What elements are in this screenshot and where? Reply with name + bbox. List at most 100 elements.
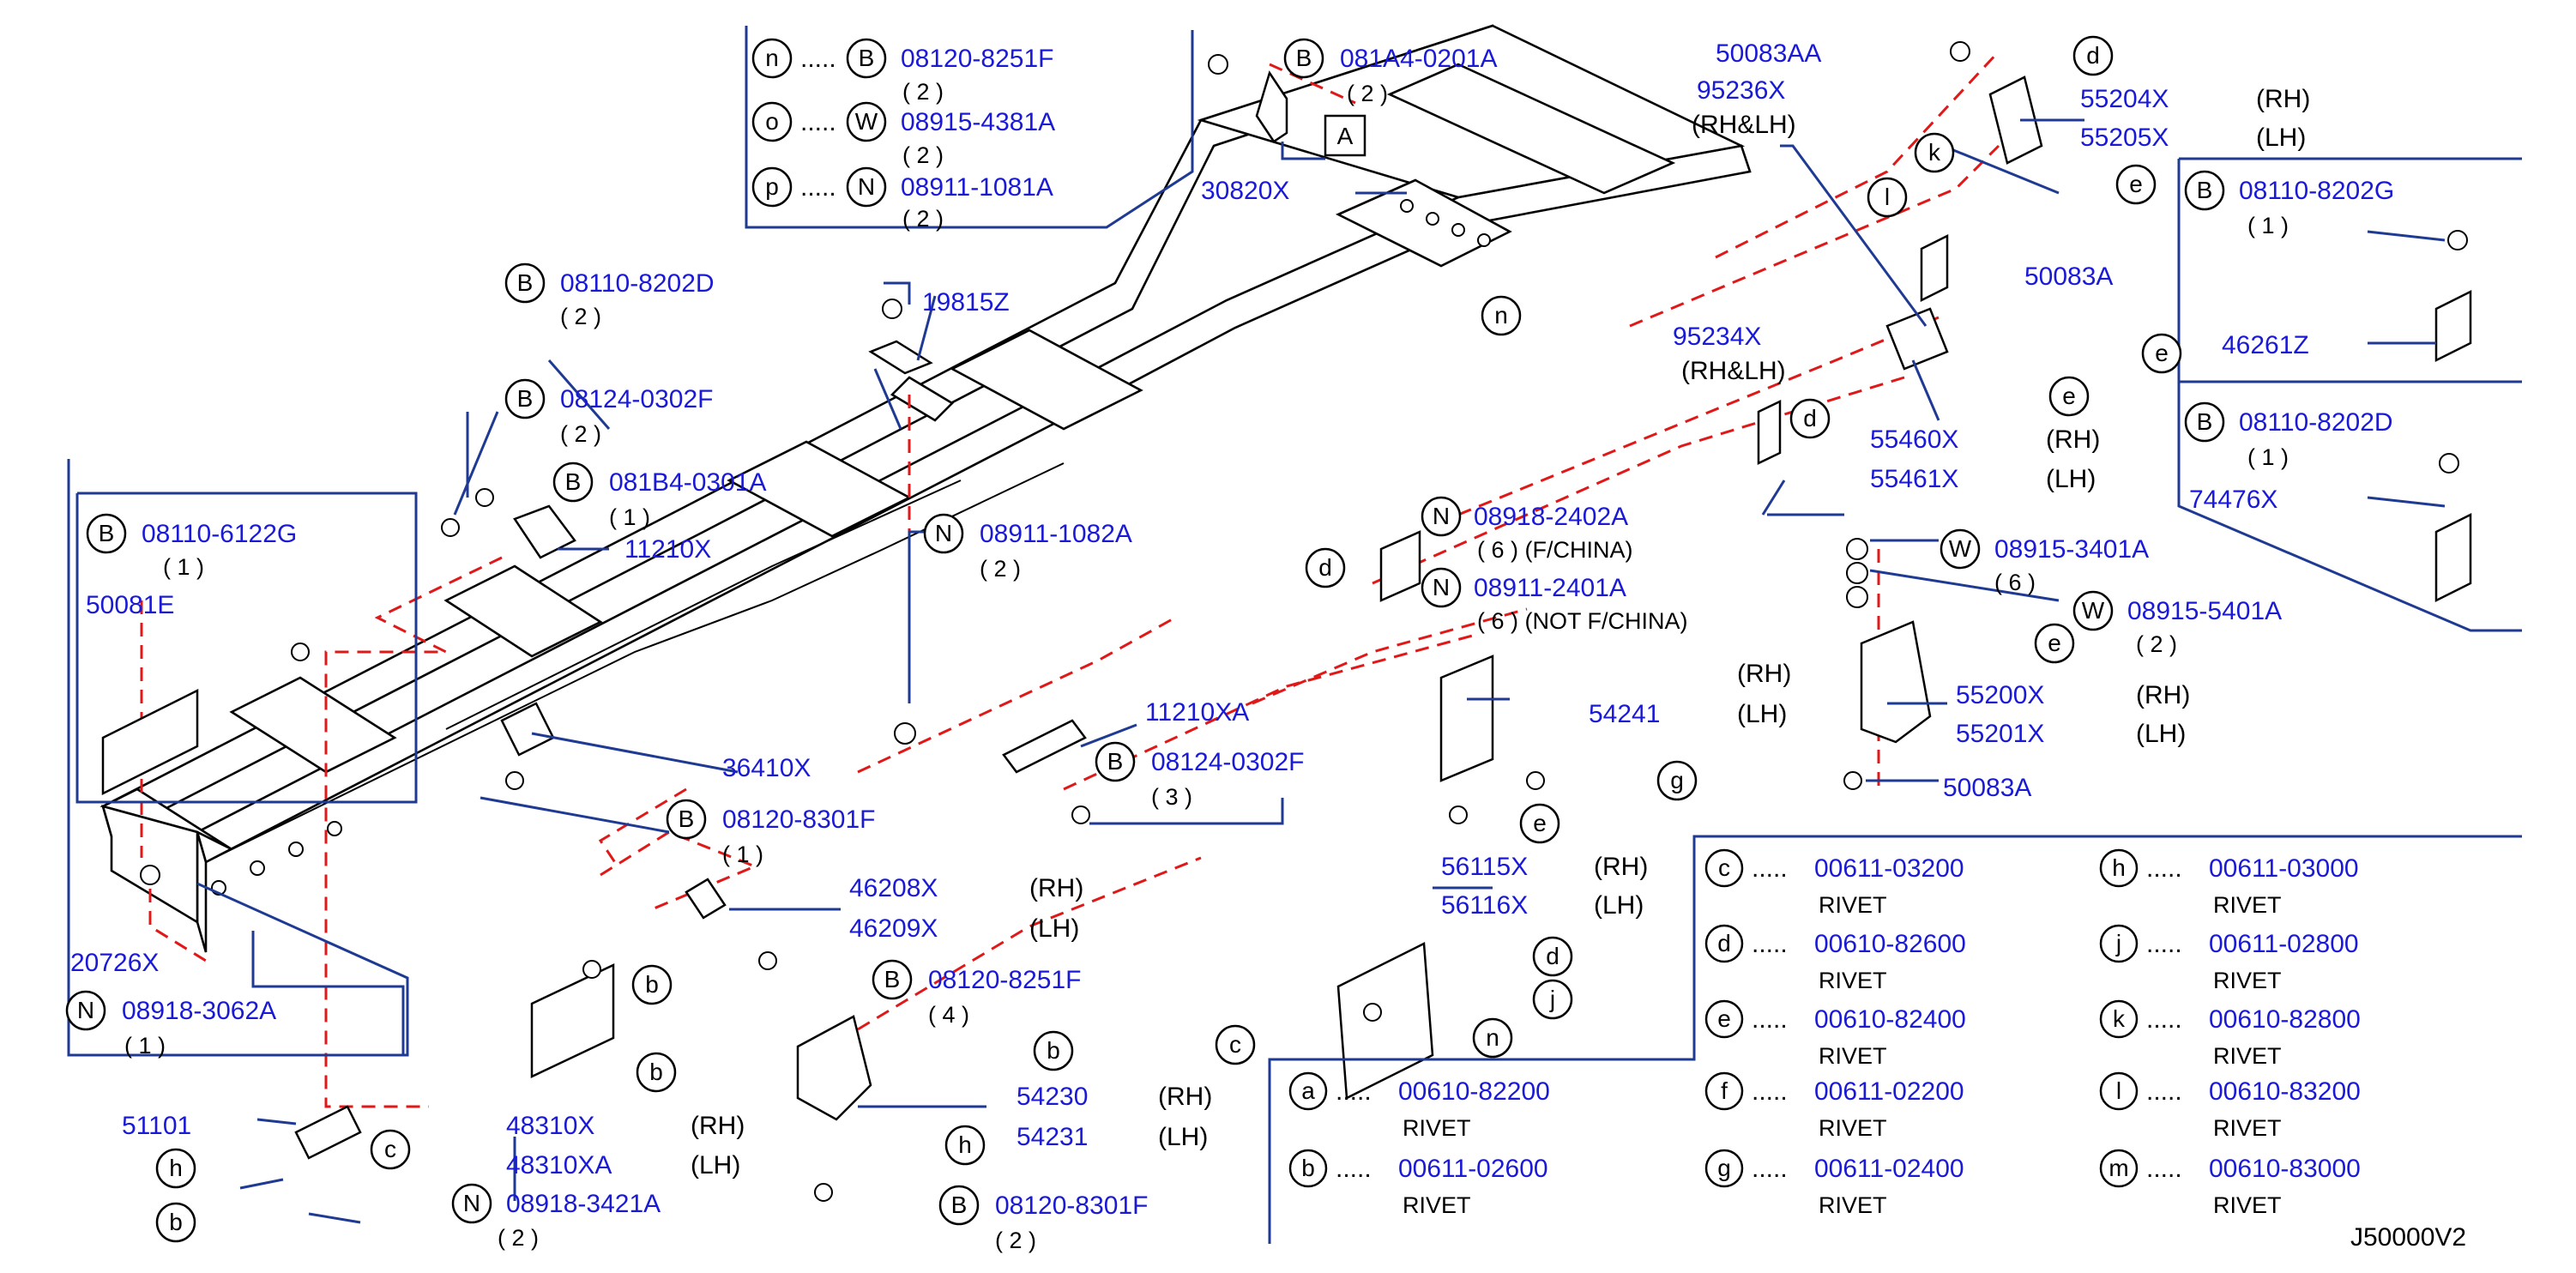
letter-callout-label: g bbox=[1670, 767, 1684, 793]
rivet-letter: e bbox=[1717, 1005, 1731, 1032]
part-number: 08915-5401A bbox=[2127, 597, 2282, 625]
letter-callout-circle bbox=[636, 1052, 677, 1093]
rivet-dots: ..... bbox=[1752, 1155, 1788, 1183]
rivet-part-number: 00610-82600 bbox=[1814, 930, 1966, 958]
rivet-letter-badge bbox=[2099, 1071, 2139, 1111]
side-55461X: (LH) bbox=[2046, 465, 2096, 493]
callout-08911-1082A: N 08911-1082A ( 2 ) bbox=[923, 513, 1132, 582]
rivet-part-number: 00611-03000 bbox=[2209, 854, 2359, 883]
side-55204X: (RH) bbox=[2256, 85, 2310, 113]
rivet-letter: k bbox=[2113, 1005, 2126, 1032]
part-48310XA: 48310XA bbox=[506, 1151, 612, 1179]
detail-bolt-part: 08110-8202D bbox=[2239, 408, 2393, 437]
rivet-letter: b bbox=[1301, 1155, 1315, 1181]
letter-callout-circle bbox=[1656, 760, 1698, 801]
side-56116X: (LH) bbox=[1594, 891, 1644, 920]
rivet-part-number: 00611-02600 bbox=[1398, 1155, 1548, 1183]
detail-bolt-part: 08110-6122G bbox=[142, 520, 297, 548]
part-number: 08911-1082A bbox=[980, 520, 1132, 548]
letter-callout: c bbox=[370, 1129, 411, 1170]
letter-callout-label: n bbox=[1494, 302, 1508, 329]
rivet-letter-badge bbox=[1288, 1071, 1328, 1111]
part-50083A-top: 50083A bbox=[2024, 262, 2113, 291]
callout-081A4-0201A: B 081A4-0201A ( 2 ) bbox=[1283, 38, 1498, 106]
rivet-description: RIVET bbox=[1819, 1115, 1887, 1141]
letter-callout-label: k bbox=[1928, 139, 1941, 166]
prefix-badge: B bbox=[565, 468, 582, 495]
part-shapes bbox=[101, 41, 2472, 1202]
legend-qty: ( 2 ) bbox=[902, 206, 944, 232]
rivet-letter-badge bbox=[2099, 999, 2139, 1039]
side-48310XA: (LH) bbox=[691, 1151, 740, 1179]
rivet-letter: a bbox=[1301, 1077, 1315, 1104]
rivet-letter: d bbox=[1717, 930, 1731, 956]
callout-08120-8251F: B 08120-8251F ( 4 ) bbox=[872, 959, 1081, 1028]
prefix-badge: B bbox=[2197, 177, 2213, 203]
legend-qty: ( 2 ) bbox=[902, 79, 944, 105]
rivet-letter: f bbox=[1721, 1077, 1728, 1104]
rivet-dots: ..... bbox=[1752, 854, 1788, 883]
rivet-letter: j bbox=[2115, 930, 2121, 956]
part-number: 08120-8301F bbox=[722, 805, 875, 834]
prefix-badge: B bbox=[884, 966, 901, 992]
letter-callout: n bbox=[1481, 295, 1522, 336]
letter-callout-circle bbox=[155, 1202, 196, 1243]
part-54230: 54230 bbox=[1017, 1083, 1088, 1111]
prefix-badge: B bbox=[1107, 748, 1124, 775]
legend-dots: ..... bbox=[800, 45, 836, 73]
part-55204X: 55204X bbox=[2080, 85, 2169, 113]
detail-box-right-top: B 08110-8202G ( 1 ) 46261Z bbox=[2184, 170, 2394, 359]
part-46209X: 46209X bbox=[849, 914, 938, 943]
prefix-badge: B bbox=[99, 520, 115, 546]
letter-callout-circle bbox=[155, 1148, 196, 1189]
letter-callout: l bbox=[1867, 177, 1908, 218]
rivet-letter: c bbox=[1718, 854, 1730, 881]
part-qty: ( 6 ) bbox=[1994, 570, 2036, 595]
prefix-badge: B bbox=[1296, 45, 1312, 71]
part-50083AA: 50083AA bbox=[1716, 39, 1821, 68]
side-95236X: (RH&LH) bbox=[1692, 111, 1796, 139]
rivet-part-number: 00610-82800 bbox=[2209, 1005, 2361, 1034]
letter-callout-circle bbox=[1789, 398, 1831, 439]
rivet-part-number: 00611-03200 bbox=[1814, 854, 1964, 883]
part-qty: ( 2 ) bbox=[995, 1228, 1036, 1253]
rivet-description: RIVET bbox=[2213, 968, 2282, 993]
callout-08110-8202D: B 08110-8202D ( 2 ) bbox=[504, 262, 715, 329]
letter-callout-label: b bbox=[645, 971, 659, 998]
side-55201X: (LH) bbox=[2136, 720, 2186, 748]
side-54240: (RH) bbox=[1737, 660, 1791, 688]
part-11210XA: 11210XA bbox=[1145, 698, 1249, 727]
rivet-dots: ..... bbox=[1336, 1155, 1372, 1183]
detail-bolt-qty: ( 1 ) bbox=[2247, 213, 2289, 238]
rivet-letter-badge bbox=[1704, 848, 1744, 888]
part-19815Z: 19815Z bbox=[922, 288, 1010, 317]
rivet-description: RIVET bbox=[1403, 1192, 1471, 1218]
rivet-part-number: 00611-02200 bbox=[1814, 1077, 1964, 1106]
letter-callout: e bbox=[2048, 376, 2090, 417]
part-number: 08918-2402A bbox=[1474, 503, 1628, 531]
letter-callout-circle bbox=[1215, 1024, 1256, 1065]
letter-callout-label: e bbox=[2062, 383, 2076, 409]
rivet-dots: ..... bbox=[1752, 1005, 1788, 1034]
callout-08915-3401A: W 08915-3401A ( 6 ) bbox=[1940, 528, 2149, 595]
part-number: 08120-8301F bbox=[995, 1192, 1148, 1220]
part-qty: ( 2 ) bbox=[560, 421, 601, 447]
letter-callout-label: d bbox=[2086, 42, 2100, 69]
letter-callout-label: b bbox=[649, 1059, 663, 1085]
legend-prefix: B bbox=[859, 45, 875, 71]
detail-bracket-part: 50081E bbox=[86, 591, 174, 619]
side-95234X: (RH&LH) bbox=[1681, 357, 1786, 385]
letter-callout: e bbox=[2115, 164, 2157, 205]
part-number: 08918-3062A bbox=[122, 997, 276, 1025]
letter-callout: c bbox=[1215, 1024, 1256, 1065]
rivet-dots: ..... bbox=[1336, 1077, 1372, 1106]
prefix-badge: B bbox=[951, 1192, 968, 1218]
legend-letter: p bbox=[765, 173, 779, 200]
part-95234X: 95234X bbox=[1673, 323, 1761, 351]
part-51101: 51101 bbox=[122, 1112, 191, 1140]
detail-box-right-bottom: B 08110-8202D ( 1 ) 74476X bbox=[2184, 401, 2393, 514]
part-54241: 54241 bbox=[1589, 700, 1660, 728]
letter-callout-circle bbox=[1472, 1017, 1513, 1059]
